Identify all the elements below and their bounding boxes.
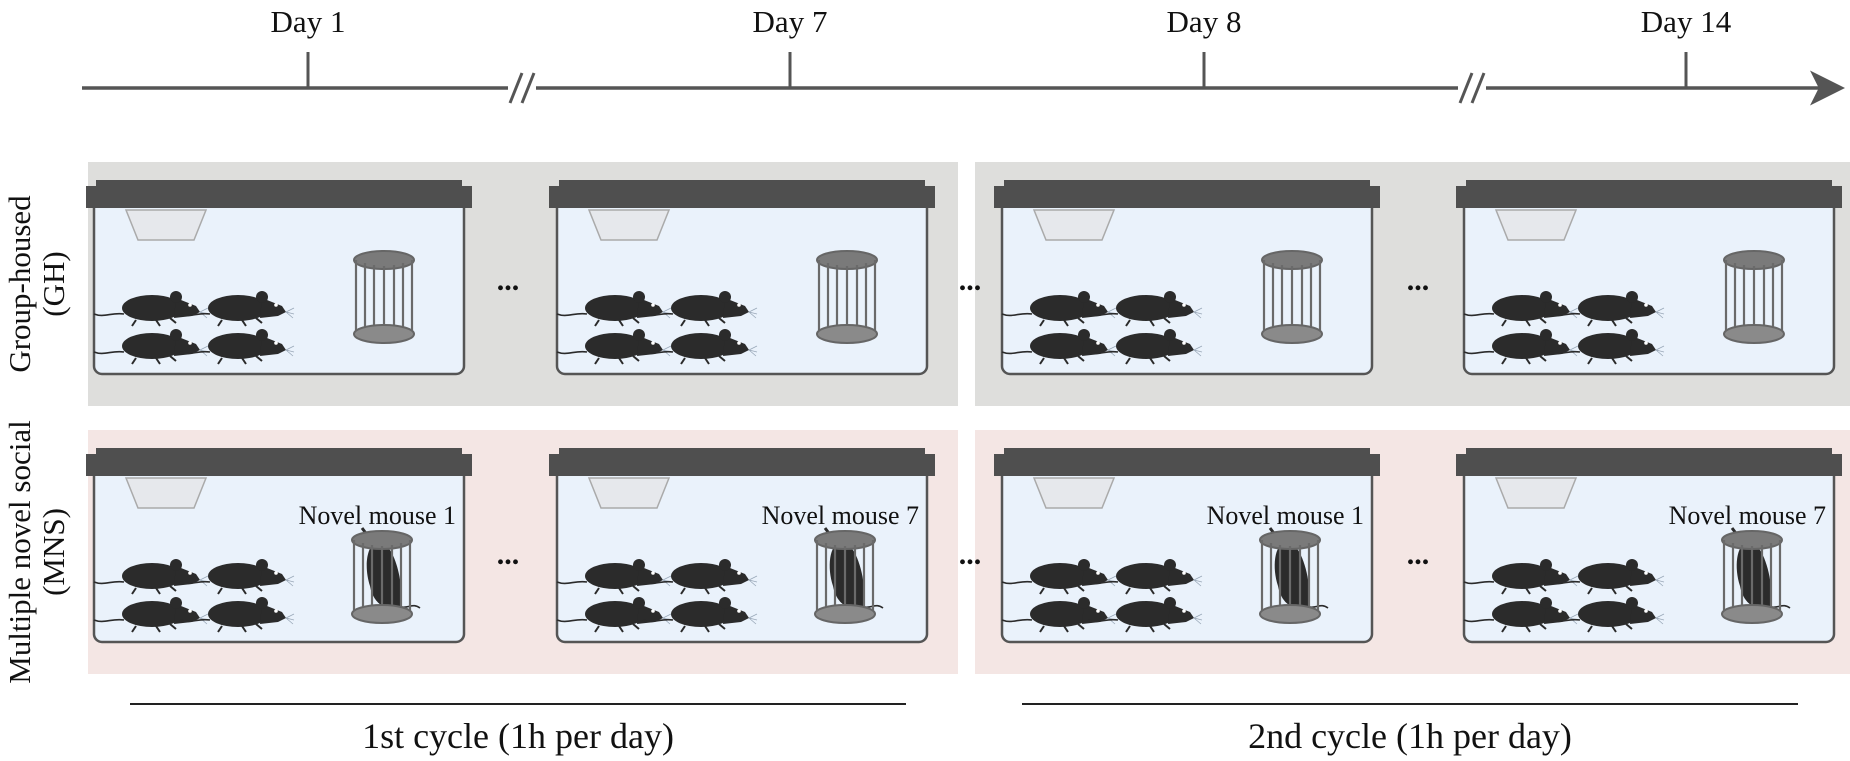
wire-cup-with-mouse xyxy=(350,526,422,625)
wire-cup-with-mouse xyxy=(813,526,885,625)
ellipsis: ... xyxy=(959,538,982,571)
break-slash xyxy=(1458,72,1474,104)
cycle-brackets: 1st cycle (1h per day) 2nd cycle (1h per … xyxy=(130,703,1798,756)
arena-lid xyxy=(86,186,472,208)
arena xyxy=(994,180,1380,376)
arena-lid xyxy=(1456,454,1842,476)
arena-lid-top xyxy=(96,448,462,454)
day-label: Day 8 xyxy=(1167,4,1242,39)
arena xyxy=(549,180,935,376)
break-slash xyxy=(1470,72,1486,104)
arena-with-novel-mouse: Novel mouse 1 xyxy=(86,448,472,644)
ellipsis: ... xyxy=(959,264,982,297)
arena-lid xyxy=(86,454,472,476)
arena-lid xyxy=(994,186,1380,208)
arena xyxy=(86,180,472,376)
arena-lid xyxy=(549,186,935,208)
food-hopper xyxy=(1032,209,1116,241)
timeline-break-mark xyxy=(508,72,536,104)
timeline-break-mark xyxy=(1458,72,1486,104)
arena-lid-top xyxy=(1004,180,1370,186)
arena-lid xyxy=(994,454,1380,476)
wire-cup-with-mouse xyxy=(1720,526,1792,625)
day-label: Day 14 xyxy=(1641,4,1732,39)
novel-mouse-label: Novel mouse 1 xyxy=(299,501,456,530)
arena-with-novel-mouse: Novel mouse 7 xyxy=(549,448,935,644)
food-hopper xyxy=(1494,209,1578,241)
arena-lid xyxy=(549,454,935,476)
arena-lid-top xyxy=(559,180,925,186)
row-label-line1: Group-housed xyxy=(2,195,37,373)
food-hopper xyxy=(587,477,671,509)
arena-lid-top xyxy=(96,180,462,186)
novel-mouse-label: Novel mouse 7 xyxy=(1669,501,1826,530)
cycle-label: 2nd cycle (1h per day) xyxy=(1248,716,1572,756)
cycle-label: 1st cycle (1h per day) xyxy=(362,716,674,756)
arena-lid-top xyxy=(559,448,925,454)
food-hopper xyxy=(1032,477,1116,509)
row-label: Multiple novel social(MNS) xyxy=(2,420,71,683)
novel-mouse-label: Novel mouse 1 xyxy=(1207,501,1364,530)
arena-lid xyxy=(1456,186,1842,208)
break-slash xyxy=(520,72,536,104)
ellipsis: ... xyxy=(1407,538,1430,571)
arena-lid-top xyxy=(1466,180,1832,186)
arena-lid-top xyxy=(1004,448,1370,454)
wire-cup-with-mouse xyxy=(1258,526,1330,625)
ellipsis: ... xyxy=(1407,264,1430,297)
food-hopper xyxy=(1494,477,1578,509)
arenas: Novel mouse 1 Novel mouse 7 Novel mouse 1 N… xyxy=(86,180,1842,644)
food-hopper xyxy=(587,209,671,241)
ellipsis: ... xyxy=(497,264,520,297)
arena xyxy=(1456,180,1842,376)
row-label: Group-housed(GH) xyxy=(2,195,71,373)
row-label-line2: (GH) xyxy=(36,251,71,316)
arena-with-novel-mouse: Novel mouse 1 xyxy=(994,448,1380,644)
row-label-line2: (MNS) xyxy=(36,508,71,596)
break-slash xyxy=(508,72,524,104)
timeline: Day 1 Day 7 Day 8 Day 14 xyxy=(82,4,1845,106)
food-hopper xyxy=(124,209,208,241)
row-label-line1: Multiple novel social xyxy=(2,420,37,683)
day-label: Day 1 xyxy=(271,4,346,39)
arena-with-novel-mouse: Novel mouse 7 xyxy=(1456,448,1842,644)
food-hopper xyxy=(124,477,208,509)
novel-mouse-label: Novel mouse 7 xyxy=(762,501,919,530)
day-label: Day 7 xyxy=(753,4,828,39)
arena-lid-top xyxy=(1466,448,1832,454)
ellipsis: ... xyxy=(497,538,520,571)
